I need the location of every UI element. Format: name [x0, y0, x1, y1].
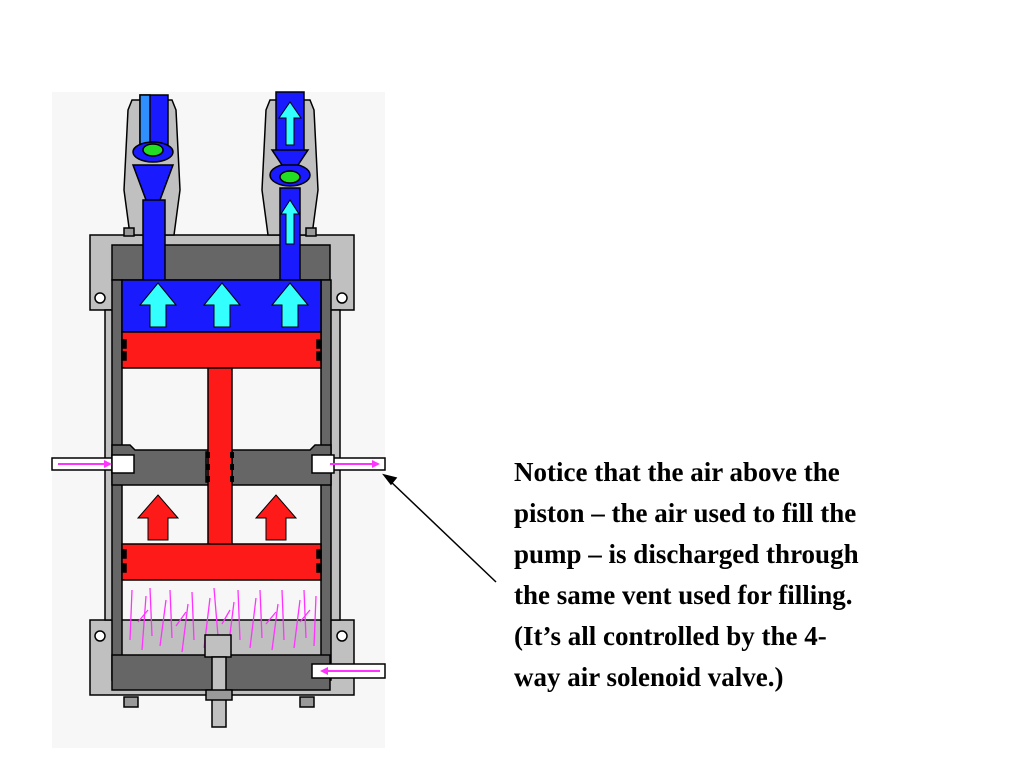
- bottom-rod: [204, 634, 233, 728]
- pointer-arrow-icon: [382, 473, 497, 583]
- lower-chamber-arrows: [136, 494, 298, 541]
- air-flow-arrows: [58, 460, 380, 675]
- up-arrow-icon: [270, 282, 310, 328]
- water-flow-arrows: [138, 101, 310, 328]
- up-arrow-icon: [202, 282, 242, 328]
- caption-line: piston – the air used to fill the: [514, 498, 857, 528]
- right-vent-port: [311, 454, 386, 474]
- lower-piston: [121, 543, 322, 581]
- rod-seals: [206, 452, 234, 482]
- piston-rod: [207, 367, 233, 549]
- up-arrow-icon: [138, 282, 178, 328]
- caption-line: (It’s all controlled by the 4-: [514, 621, 827, 651]
- up-arrow-icon: [280, 199, 300, 245]
- up-arrow-icon: [136, 494, 180, 541]
- up-arrow-icon: [278, 101, 302, 146]
- caption-line: the same vent used for filling.: [514, 580, 853, 610]
- caption-text: Notice that the air above the piston – t…: [514, 452, 974, 698]
- exhaust-air: [129, 587, 317, 653]
- caption-line: pump – is discharged through: [514, 539, 859, 569]
- inlet-valve: [123, 94, 181, 281]
- frame-bolts: [94, 292, 348, 642]
- up-arrow-icon: [254, 494, 298, 541]
- base-bolts: [123, 227, 317, 708]
- caption-line: way air solenoid valve.): [514, 662, 784, 692]
- caption-line: Notice that the air above the: [514, 457, 840, 487]
- upper-piston: [121, 331, 322, 369]
